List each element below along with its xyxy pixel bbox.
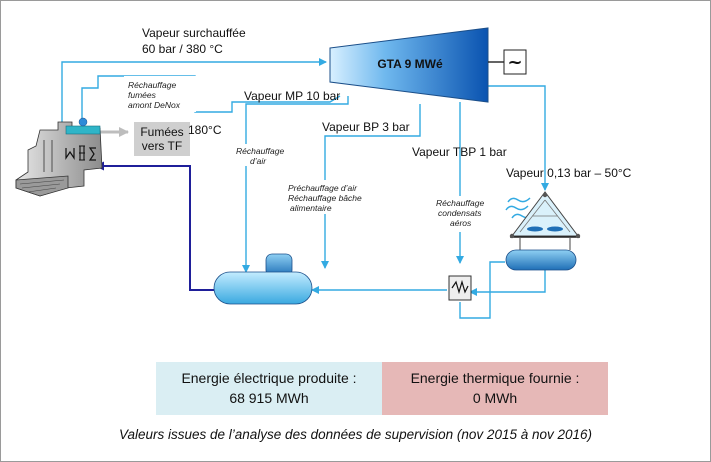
heat-exchanger-icon bbox=[448, 275, 472, 301]
electric-energy-label: Energie électrique produite : bbox=[181, 370, 357, 386]
note-cond-line-1: Réchauffage bbox=[436, 198, 484, 208]
generator-icon: ~ bbox=[503, 49, 527, 75]
electric-energy-value: 68 915 MWh bbox=[229, 390, 309, 406]
tbp-steam-label: Vapeur TBP 1 bar bbox=[412, 145, 507, 159]
steam-lines bbox=[61, 58, 549, 319]
fumes-box: Fumées vers TF bbox=[134, 122, 190, 156]
exchanger-bypass-line bbox=[459, 261, 505, 319]
air-condenser-icon bbox=[505, 191, 581, 250]
note-denox-line-2: fumées bbox=[128, 90, 157, 100]
boiler-icon bbox=[15, 117, 103, 197]
fumes-line-1: Fumées bbox=[140, 125, 183, 139]
generator-symbol: ~ bbox=[507, 52, 522, 73]
thermal-energy-box: Energie thermique fournie : 0 MWh bbox=[382, 362, 608, 415]
source-footnote: Valeurs issues de l’analyse des données … bbox=[118, 427, 593, 442]
superheated-steam-line bbox=[61, 58, 327, 125]
electric-energy-box: Energie électrique produite : 68 915 MWh bbox=[156, 362, 382, 415]
note-denox: Réchauffage fumées amont DeNox bbox=[124, 76, 196, 112]
note-cond-line-2: condensats bbox=[438, 208, 482, 218]
note-air-line-2: d’air bbox=[250, 156, 267, 166]
bp-steam-label: Vapeur BP 3 bar bbox=[322, 120, 410, 134]
mp-steam-line bbox=[242, 96, 349, 273]
exhaust-steam-label: Vapeur 0,13 bar – 50°C bbox=[506, 166, 632, 180]
note-air-line-1: Réchauffage bbox=[236, 146, 284, 156]
feedwater-tank bbox=[213, 253, 313, 305]
feedwater-return bbox=[95, 161, 215, 291]
note-bp-line-1: Préchauffage d’air bbox=[288, 183, 358, 193]
note-bp-line-2: Réchauffage bâche bbox=[288, 193, 362, 203]
condensate-tank bbox=[505, 249, 577, 271]
note-denox-line-3: amont DeNox bbox=[128, 100, 181, 110]
thermal-energy-value: 0 MWh bbox=[472, 390, 518, 406]
note-condensate: Réchauffage condensats aéros bbox=[430, 196, 484, 232]
superheated-steam-label-1: Vapeur surchauffée bbox=[142, 26, 246, 40]
exhaust-steam-line bbox=[488, 85, 549, 191]
thermal-energy-label: Energie thermique fournie : bbox=[410, 370, 580, 386]
note-air: Réchauffage d’air bbox=[232, 144, 284, 166]
note-cond-line-3: aéros bbox=[450, 218, 472, 228]
note-bp-line-3: alimentaire bbox=[290, 203, 332, 213]
fumes-line-2: vers TF bbox=[142, 139, 182, 153]
note-bp-use: Préchauffage d’air Réchauffage bâche ali… bbox=[284, 180, 368, 214]
note-denox-line-1: Réchauffage bbox=[128, 80, 176, 90]
condenser-to-exchanger-line bbox=[469, 270, 546, 296]
superheated-steam-label-2: 60 bar / 380 °C bbox=[142, 42, 223, 56]
turbine-gta: GTA 9 MWé bbox=[329, 27, 504, 103]
turbine-label: GTA 9 MWé bbox=[377, 57, 443, 71]
mp-steam-label: Vapeur MP 10 bar bbox=[244, 89, 340, 103]
fumes-temperature: 180°C bbox=[188, 123, 222, 137]
